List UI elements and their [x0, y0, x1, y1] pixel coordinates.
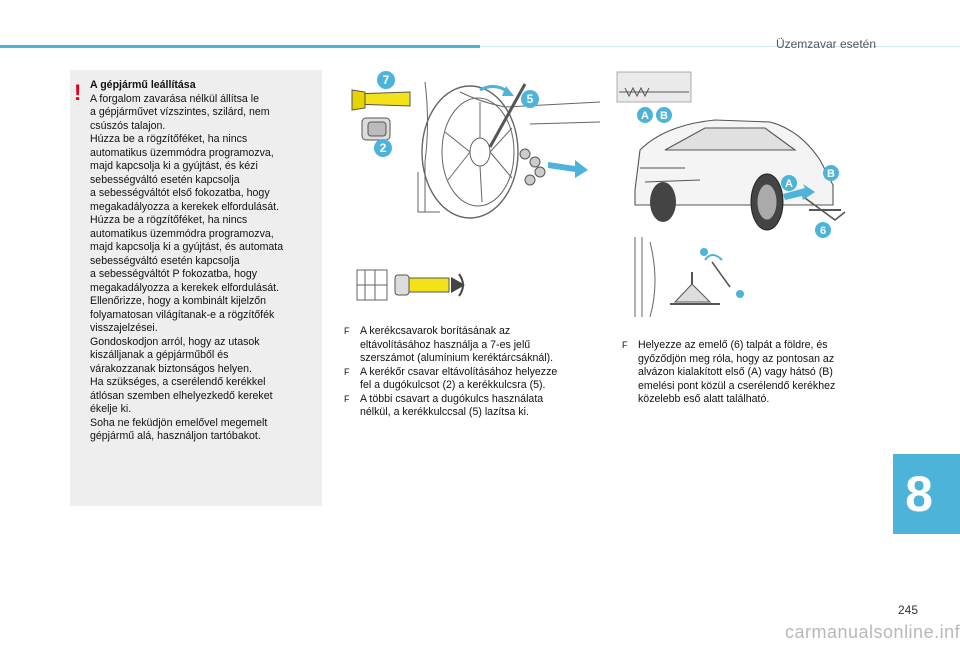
- bullet-line: A kerékcsavarok borításának az: [360, 325, 511, 337]
- warning-line: Húzza be a rögzítőféket, ha nincs: [90, 214, 248, 226]
- warning-line: Soha ne feküdjön emelővel megemelt: [90, 416, 268, 429]
- warning-line: sebességváltó esetén kapcsolja: [90, 254, 240, 267]
- bullet-line: A kerékőr csavar eltávolításához helyezz…: [360, 365, 558, 378]
- bullet-icon: F: [344, 393, 350, 404]
- car-jack-illustration: A B A B 6: [616, 71, 846, 238]
- warning-line: várakozzanak biztonságos helyen.: [90, 362, 252, 375]
- bullet-line: Helyezze az emelő (6) talpát a földre, é…: [638, 339, 828, 351]
- warning-line: Ha szükséges, a cserélendő kerékkel: [90, 376, 266, 388]
- bullet-line: nélkül, a kerékkulccsal (5) lazítsa ki.: [360, 406, 529, 418]
- callout-B-car-label: B: [827, 168, 835, 180]
- warning-text: A gépjármű leállítása A forgalom zavarás…: [90, 79, 322, 444]
- warning-icon: !: [74, 80, 82, 105]
- bullet-line: közelebb eső alatt található.: [638, 393, 770, 405]
- callout-B-label: B: [660, 110, 668, 122]
- warning-line: automatikus üzemmódra programozva,: [90, 146, 274, 159]
- warning-line: folyamatosan világítanak-e a rögzítőfék: [90, 308, 275, 321]
- warning-line: A forgalom zavarása nélkül állítsa le: [90, 92, 259, 105]
- callout-6-label: 6: [820, 225, 826, 237]
- chapter-tab: 8: [893, 454, 960, 534]
- warning-line: Gondoskodjon arról, hogy az utasok: [90, 335, 260, 348]
- header-accent-bar: [0, 45, 480, 48]
- wheel-removal-illustration: 7 5 2: [351, 71, 600, 219]
- warning-line: Ellenőrizze, hogy a kombinált kijelzőn: [90, 295, 267, 307]
- list-item: F A kerékcsavarok borításának az eltávol…: [344, 325, 594, 366]
- steps-right: F Helyezze az emelő (6) talpát a földre,…: [622, 339, 872, 407]
- warning-line: Húzza be a rögzítőféket, ha nincs: [90, 133, 248, 145]
- callout-5-label: 5: [527, 92, 534, 106]
- bullet-line: emelési pont közül a cserélendő kerékhez: [638, 379, 836, 392]
- list-item: F Helyezze az emelő (6) talpát a földre,…: [622, 339, 872, 407]
- bullet-icon: F: [344, 366, 350, 377]
- steps-middle: F A kerékcsavarok borításának az eltávol…: [344, 325, 594, 420]
- bullet-line: győződjön meg róla, hogy az pontosan az: [638, 352, 835, 365]
- warning-line: automatikus üzemmódra programozva,: [90, 227, 274, 240]
- callout-A-icon: [637, 107, 653, 123]
- callout-6-icon: [815, 222, 831, 238]
- callout-2-icon: [374, 139, 392, 157]
- bullet-line: eltávolításához használja a 7-es jelű: [360, 338, 531, 351]
- bullet-icon: F: [344, 326, 350, 336]
- callout-B-car-icon: [823, 165, 839, 181]
- bullet-line: szerszámot (alumínium keréktárcsáknál).: [360, 352, 554, 364]
- warning-line: majd kapcsolja ki a gyújtást, és automat…: [90, 241, 284, 253]
- warning-line: a sebességváltót P fokozatba, hogy: [90, 268, 258, 280]
- warning-line: kiszálljanak a gépjárműből és: [90, 349, 229, 361]
- bullet-line: fel a dugókulcsot (2) a kerékkulcsra (5)…: [360, 379, 546, 391]
- callout-5-icon: [521, 90, 539, 108]
- callout-A-car-icon: [781, 175, 797, 191]
- page-number: 245: [898, 603, 919, 617]
- warning-line: megakadályozza a kerekek elfordulását.: [90, 281, 280, 294]
- warning-line: ékelje ki.: [90, 403, 132, 415]
- watermark: carmanualsonline.info: [785, 622, 960, 642]
- warning-line: megakadályozza a kerekek elfordulását.: [90, 200, 280, 213]
- warning-line: a sebességváltót első fokozatba, hogy: [90, 187, 270, 199]
- bullet-icon: F: [622, 340, 628, 350]
- callout-A-label: A: [641, 110, 649, 122]
- warning-line: átlósan szemben elhelyezkedő kereket: [90, 389, 273, 402]
- warning-line: visszajelzései.: [90, 322, 158, 334]
- callout-A-car-label: A: [785, 178, 793, 190]
- warning-line: sebességváltó esetén kapcsolja: [90, 173, 240, 186]
- callout-7-icon: [377, 71, 395, 89]
- socket-wrench-illustration: [356, 269, 465, 301]
- callout-B-icon: [656, 107, 672, 123]
- list-item: F A többi csavart a dugókulcs használata…: [344, 393, 594, 420]
- warning-line: csúszós talajon.: [90, 119, 166, 132]
- warning-box: [70, 70, 322, 506]
- list-item: F A kerékőr csavar eltávolításához helye…: [344, 366, 594, 393]
- callout-7-label: 7: [383, 73, 390, 87]
- warning-title: A gépjármű leállítása: [90, 79, 196, 91]
- jack-detail-illustration: [634, 237, 744, 318]
- warning-line: a gépjárművet vízszintes, szilárd, nem: [90, 106, 270, 118]
- header-rule: [480, 46, 960, 47]
- warning-line: gépjármű alá, használjon tartóbakot.: [90, 430, 261, 442]
- warning-line: majd kapcsolja ki a gyújtást, és kézi: [90, 160, 258, 172]
- chapter-number: 8: [905, 466, 933, 522]
- bullet-line: A többi csavart a dugókulcs használata: [360, 392, 544, 405]
- bullet-line: alvázon kialakított első (A) vagy hátsó …: [638, 366, 833, 378]
- section-title: Üzemzavar esetén: [775, 37, 876, 51]
- callout-2-label: 2: [380, 141, 387, 155]
